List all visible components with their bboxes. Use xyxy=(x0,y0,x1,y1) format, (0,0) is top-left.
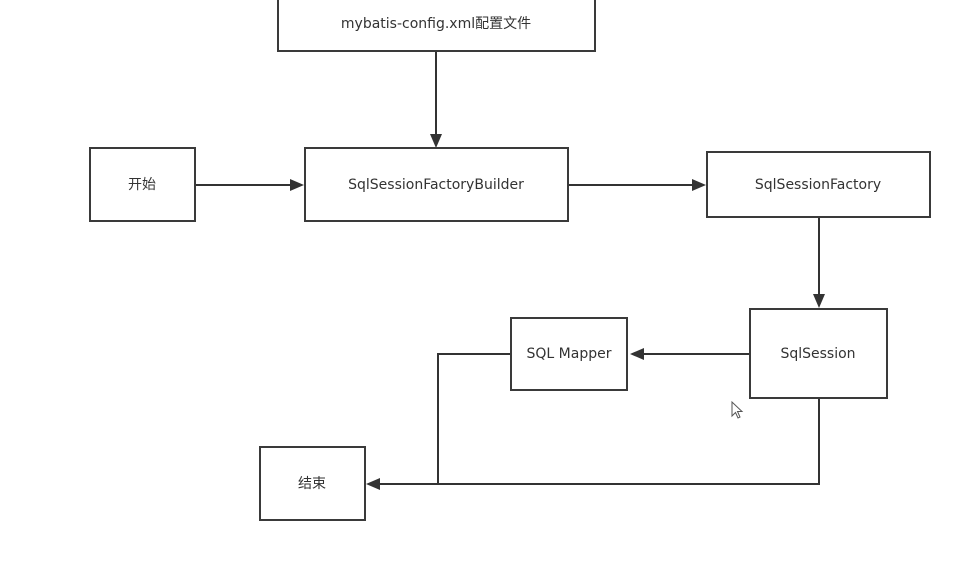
node-factory[interactable]: SqlSessionFactory xyxy=(706,151,931,218)
arrow-start-to-builder xyxy=(290,179,304,191)
node-mapper[interactable]: SQL Mapper xyxy=(510,317,628,391)
node-config[interactable]: mybatis-config.xml配置文件 xyxy=(277,0,596,52)
edges xyxy=(196,52,825,490)
arrow-builder-to-factory xyxy=(692,179,706,191)
arrow-config-to-builder xyxy=(430,134,442,148)
mouse-pointer-icon xyxy=(731,400,744,419)
node-builder[interactable]: SqlSessionFactoryBuilder xyxy=(304,147,569,222)
node-start-label: 开始 xyxy=(128,177,156,193)
node-session-label: SqlSession xyxy=(780,346,855,362)
node-factory-label: SqlSessionFactory xyxy=(755,177,881,193)
node-mapper-label: SQL Mapper xyxy=(527,346,612,362)
node-end[interactable]: 结束 xyxy=(259,446,366,521)
edge-session-to-end xyxy=(438,399,820,485)
node-builder-label: SqlSessionFactoryBuilder xyxy=(348,177,524,193)
arrow-session-to-mapper xyxy=(630,348,644,360)
edge-mapper-to-end xyxy=(378,353,511,485)
node-start[interactable]: 开始 xyxy=(89,147,196,222)
node-session[interactable]: SqlSession xyxy=(749,308,888,399)
node-end-label: 结束 xyxy=(298,476,326,492)
node-config-label: mybatis-config.xml配置文件 xyxy=(341,16,531,32)
arrow-factory-to-session xyxy=(813,294,825,308)
arrow-to-end xyxy=(366,478,380,490)
